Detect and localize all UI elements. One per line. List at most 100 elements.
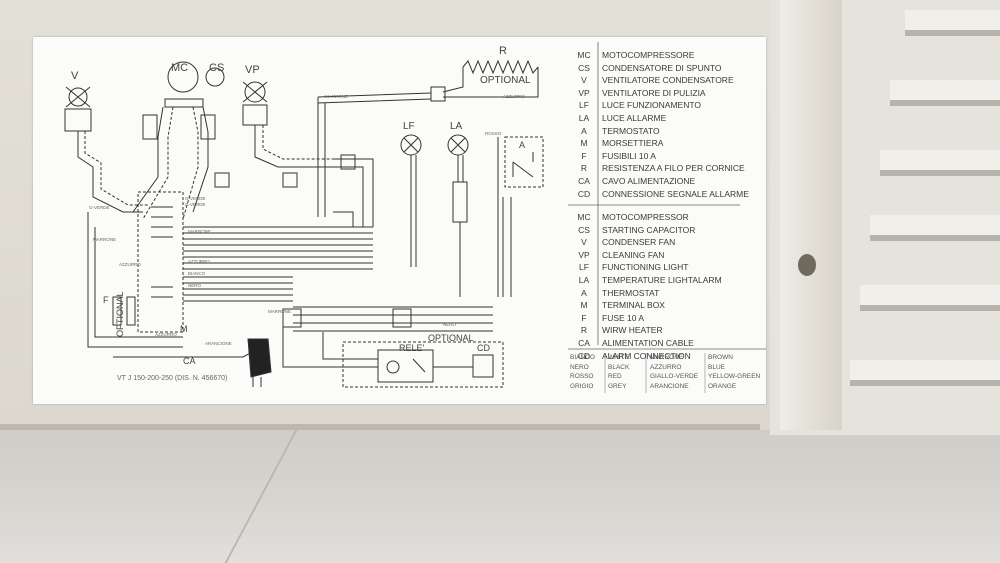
legend-code: CS xyxy=(578,62,590,73)
legend-code: M xyxy=(580,300,588,311)
color-code-cell: BLACK xyxy=(608,363,630,371)
legend-text: VENTILATORE DI PULIZIA xyxy=(602,87,706,98)
vent-slat xyxy=(880,150,1000,176)
wire-label: MARRONE xyxy=(188,229,212,234)
legend-row: A TERMOSTATO xyxy=(568,125,766,137)
color-code-cell: GIALLO-VERDE xyxy=(650,373,699,380)
legend-text: ALIMENTATION CABLE xyxy=(602,338,694,348)
legend-row: M TERMINAL BOX xyxy=(568,299,766,311)
wire-label: G-VERDE xyxy=(89,205,110,210)
wire-label: ARANCIONE xyxy=(205,341,232,346)
vent-slat xyxy=(905,10,1000,36)
legend-code: CD xyxy=(577,188,591,199)
wire-label: BIANCO xyxy=(188,271,206,276)
label-optional-bottom: OPTIONAL xyxy=(428,333,474,343)
legend-text: CLEANING FAN xyxy=(602,249,665,260)
color-code-cell: AZZURRO xyxy=(650,363,682,371)
relay-coil xyxy=(386,360,400,374)
legend-text: FUNCTIONING LIGHT xyxy=(602,262,689,273)
wire-label: MARRONE xyxy=(93,237,117,242)
label-vp: VP xyxy=(245,64,260,76)
legend-text: CAVO ALIMENTAZIONE xyxy=(602,176,696,186)
wire-label: ROSSO xyxy=(485,131,502,136)
optional-relay-box xyxy=(342,341,504,388)
terminal-block xyxy=(137,191,184,333)
wiring-schematic xyxy=(64,59,544,388)
legend-text: TEMPERATURE LIGHTALARM xyxy=(602,275,722,285)
color-code-cell: BROWN xyxy=(708,354,733,361)
legend-text: STARTING CAPACITOR xyxy=(602,224,696,235)
legend-grid xyxy=(568,42,766,393)
wire-label: G-VERDE xyxy=(185,202,206,207)
legend-code: A xyxy=(581,287,587,298)
label-la: LA xyxy=(450,121,463,132)
color-code-cell: ORANGE xyxy=(708,382,737,390)
screw-hole xyxy=(798,254,816,276)
legend-text: VENTILATORE CONDENSATORE xyxy=(602,75,734,86)
legend-code: CS xyxy=(578,224,590,235)
legend-text: THERMOSTAT xyxy=(602,287,660,298)
color-code-cell: NERO xyxy=(570,363,589,371)
label-rele: RELE' xyxy=(399,343,425,353)
color-code-cell: YELLOW-GREEN xyxy=(708,373,761,380)
vent-slat xyxy=(890,80,1000,106)
label-optional-top: OPTIONAL xyxy=(480,75,531,86)
label-v: V xyxy=(71,70,79,82)
legend-row: V CONDENSER FAN xyxy=(568,236,766,248)
label-f: F xyxy=(103,295,109,305)
floor xyxy=(0,430,1000,563)
legend-code: LA xyxy=(578,275,590,285)
label-mc: MC xyxy=(171,62,189,74)
label-a: A xyxy=(519,140,526,150)
label-cd: CD xyxy=(477,343,490,353)
color-code-row: NERO BLACK AZZURRO BLUE xyxy=(568,363,766,373)
legend-text: CONNESSIONE SEGNALE ALLARME xyxy=(602,188,749,199)
thermostat-box xyxy=(504,136,544,188)
compressor-symbol xyxy=(167,61,199,93)
color-code-cell: ROSSO xyxy=(570,373,594,380)
legend-code: CA xyxy=(578,338,590,348)
legend-row: CD CONNESSIONE SEGNALE ALLARME xyxy=(568,188,766,200)
legend-row: CA ALIMENTATION CABLE xyxy=(568,337,766,349)
wire-label: NERO xyxy=(443,322,457,327)
legend-text: TERMINAL BOX xyxy=(602,300,665,311)
color-code-row: ROSSO RED GIALLO-VERDE YELLOW-GREEN xyxy=(568,372,766,382)
color-code-cell: RED xyxy=(608,373,622,380)
grille-post xyxy=(780,0,842,430)
legend-code: LF xyxy=(579,100,589,111)
legend-text: FUSE 10 A xyxy=(602,312,645,323)
label-cs: CS xyxy=(209,62,225,74)
label-m: M xyxy=(180,324,188,334)
legend-code: A xyxy=(581,125,587,136)
color-code-cell: WHITE xyxy=(608,354,629,361)
legend-code: LA xyxy=(578,113,590,123)
capacitor-symbol xyxy=(205,67,225,87)
vent-slat xyxy=(860,285,1000,311)
legend-code: V xyxy=(581,237,587,248)
legend-text: TERMOSTATO xyxy=(602,125,660,136)
legend-row: CS STARTING CAPACITOR xyxy=(568,224,766,236)
legend-text: ALARM CONNECTION xyxy=(602,350,691,361)
vent-slat xyxy=(870,215,1000,241)
wire-label: NERO xyxy=(188,283,202,288)
wire-label: MARRONE xyxy=(268,309,292,314)
legend-text: CONDENSER FAN xyxy=(602,237,676,248)
color-code-cell: BLUE xyxy=(708,363,725,371)
label-optional-left: OPTIONAL xyxy=(115,291,125,337)
heater-resistor xyxy=(462,59,539,75)
alarm-connector xyxy=(472,354,494,378)
legend-row: A THERMOSTAT xyxy=(568,287,766,299)
